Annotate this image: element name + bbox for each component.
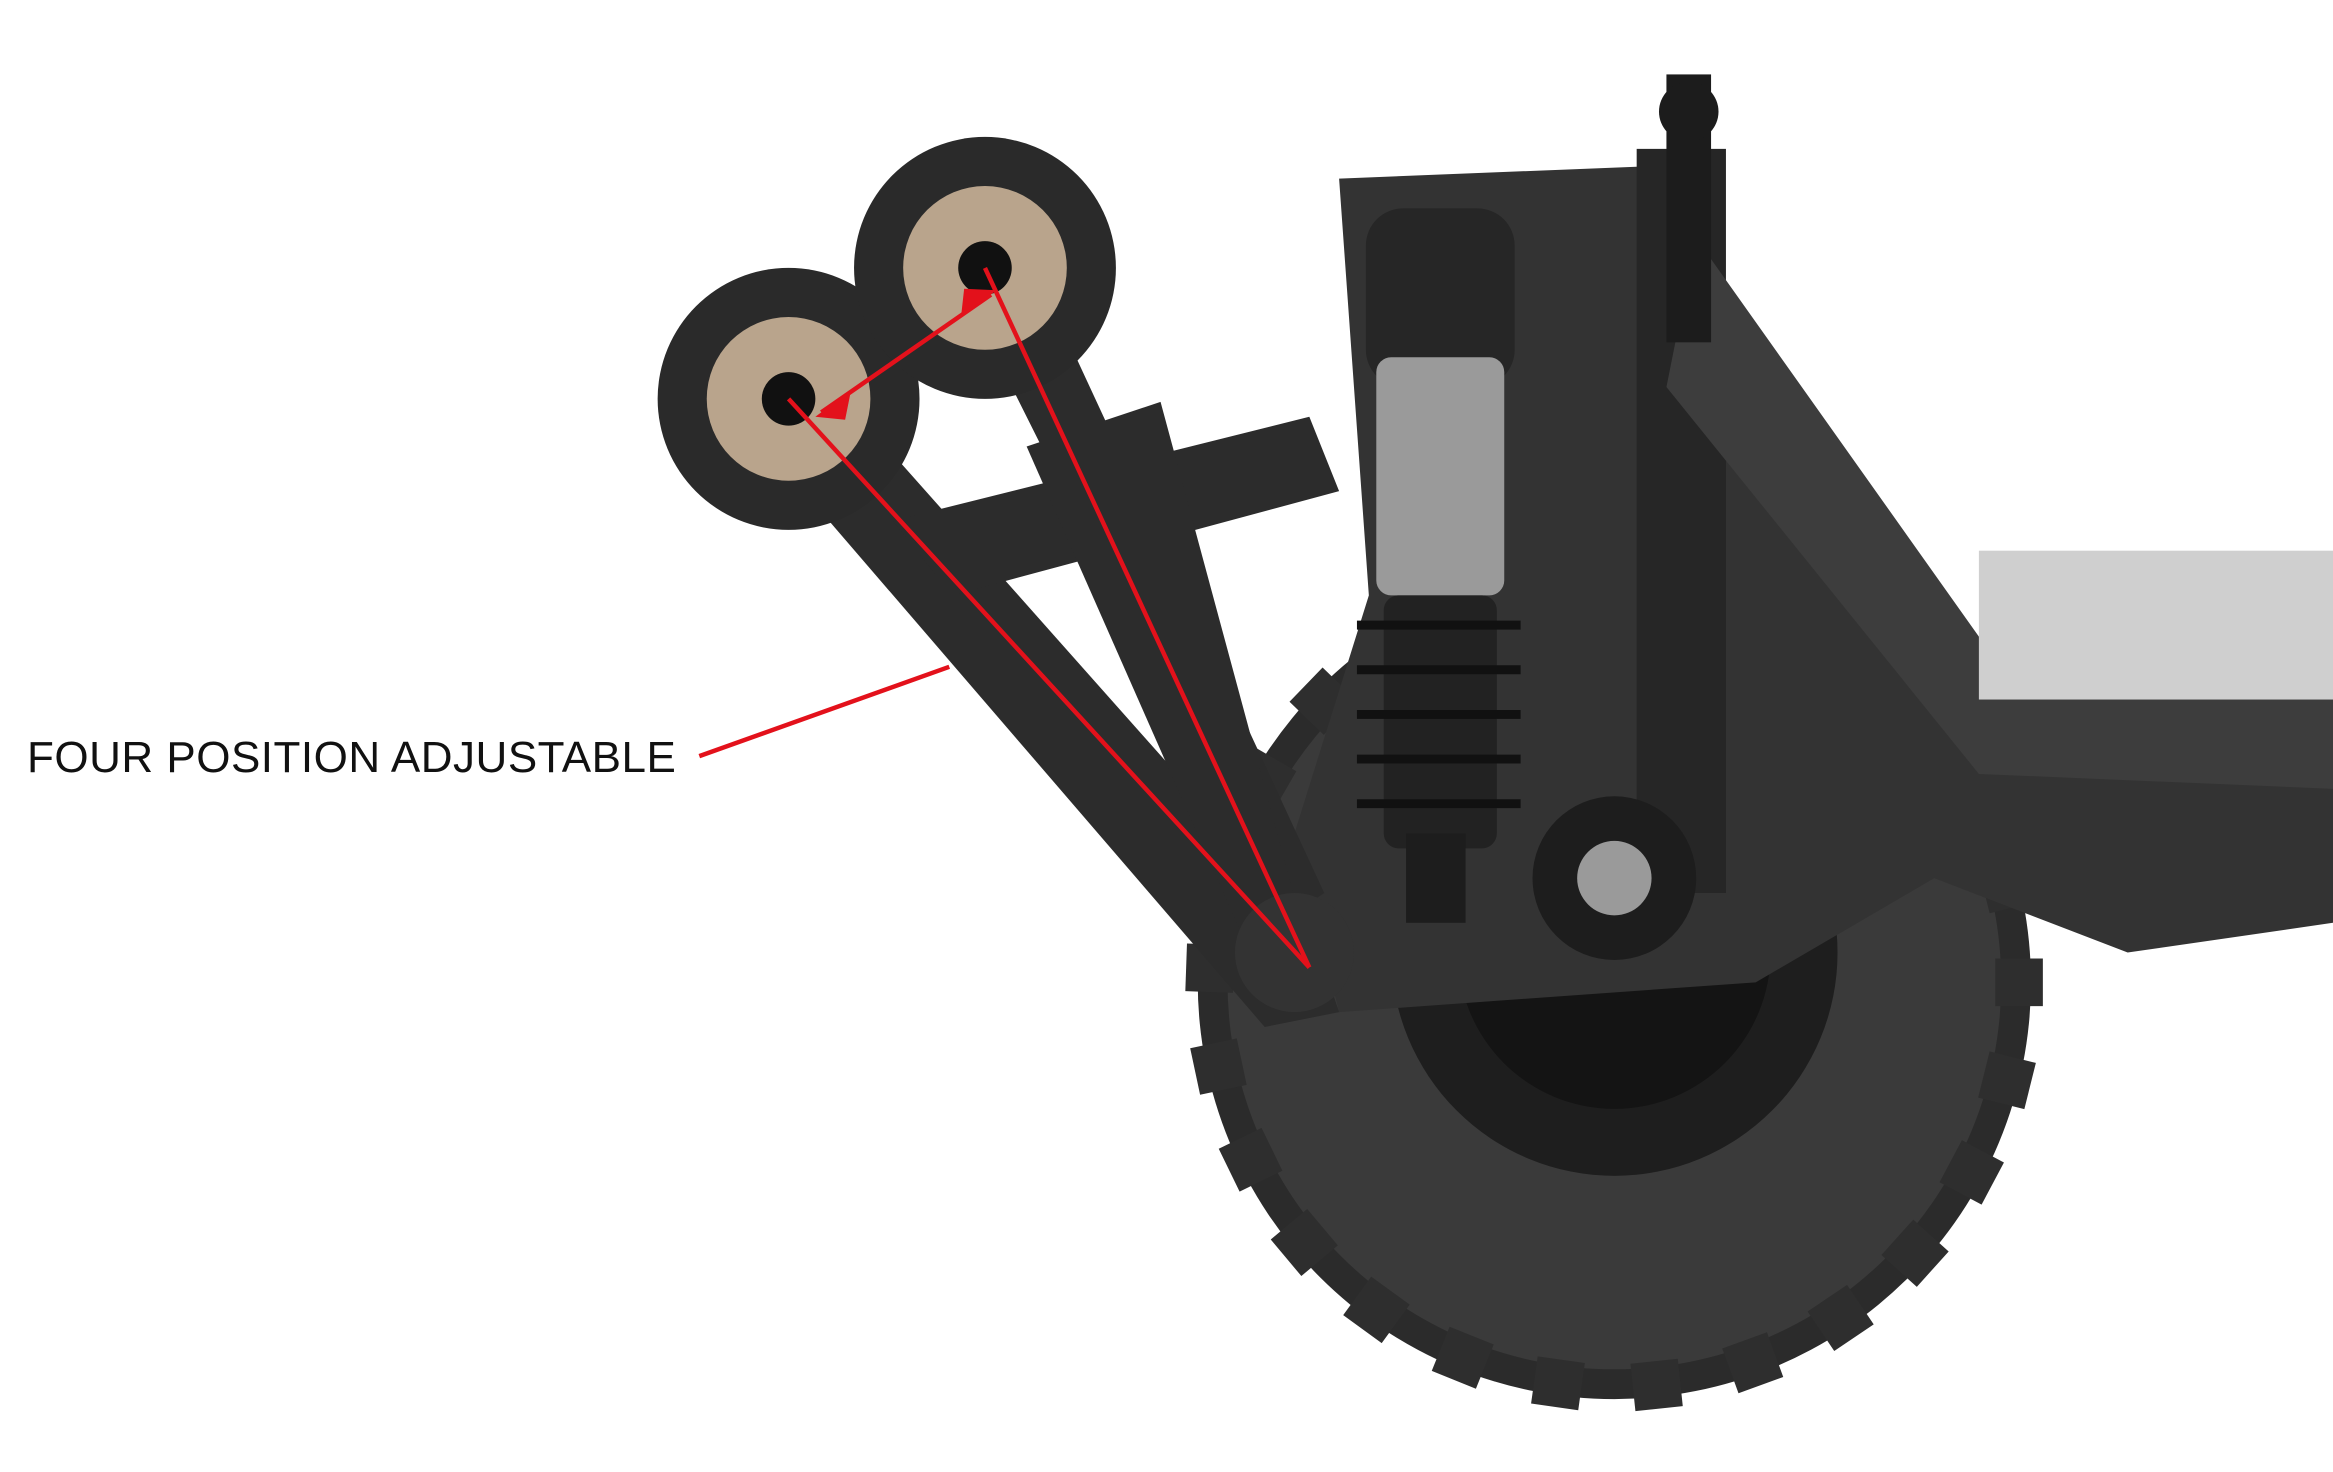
tire-tread-block [1807,1284,1874,1352]
arrow-head-icon [815,389,852,420]
tire-tread-block [1531,1356,1585,1411]
tire-tread-block [1881,1219,1949,1287]
geometry-line [786,397,1311,969]
shock-spring [1356,620,1521,809]
chassis [1294,74,2333,1013]
shock-absorber [1356,208,1521,923]
geometry-line [982,266,1312,969]
tire-tread-block [1978,1051,2036,1110]
callout-label: FOUR POSITION ADJUSTABLE [27,733,677,782]
arrow-head-icon [961,288,997,316]
tire-tread-block [1939,1140,2004,1205]
tire-tread-block [1218,1127,1283,1192]
callout-lines [698,266,1312,969]
tire-tread-block [1431,1326,1494,1389]
hub-center [1577,840,1652,916]
tire-tread-block [1630,1358,1683,1412]
tire-tread-block [1343,1276,1410,1344]
tire-tread-block [1190,1038,1247,1095]
callout-leader-line [698,664,951,759]
tire-tread-block [1270,1208,1338,1277]
tire-tread-block [1722,1332,1784,1394]
motor [1978,550,2333,700]
tire-tread-block [1995,958,2043,1007]
